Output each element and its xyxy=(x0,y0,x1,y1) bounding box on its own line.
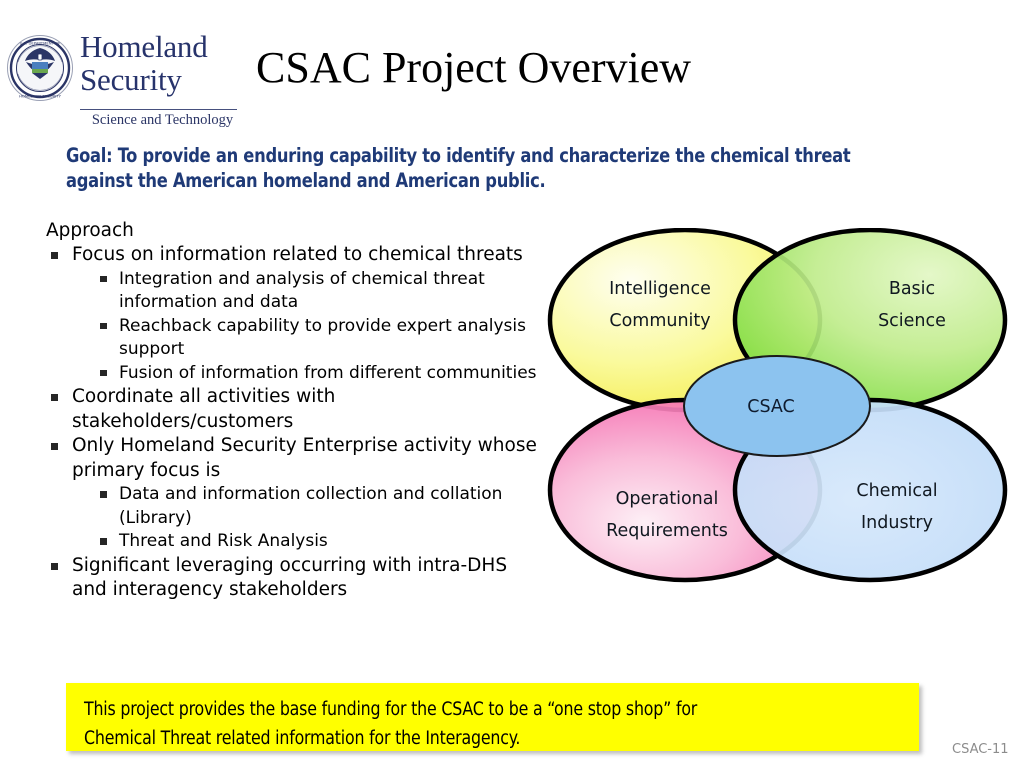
list-item-label: Integration and analysis of chemical thr… xyxy=(119,268,485,313)
list-item-label: Significant leveraging occurring with in… xyxy=(72,554,508,601)
list-item-label: Threat and Risk Analysis xyxy=(119,531,328,551)
list-item: Coordinate all activities with stakehold… xyxy=(46,385,546,434)
callout-line2: Chemical Threat related information for … xyxy=(84,728,521,749)
callout-text: This project provides the base funding f… xyxy=(84,695,862,753)
bullet-square-icon xyxy=(51,394,58,401)
dhs-wordmark: Homeland Security xyxy=(80,30,240,96)
list-item-label: Focus on information related to chemical… xyxy=(72,244,523,265)
list-item: Only Homeland Security Enterprise activi… xyxy=(46,434,546,554)
list-item-label: Reachback capability to provide expert a… xyxy=(119,315,526,360)
approach-heading: Approach xyxy=(46,220,134,241)
slide-number: CSAC-11 xyxy=(952,742,1009,757)
venn-label-basic-science-line2: Science xyxy=(878,311,946,331)
bullet-square-icon xyxy=(51,562,58,570)
callout-line1: This project provides the base funding f… xyxy=(84,699,698,720)
goal-statement: Goal: To provide an enduring capability … xyxy=(66,144,851,192)
svg-text:HOMELAND SECURITY: HOMELAND SECURITY xyxy=(19,94,62,99)
list-item-label: Data and information collection and coll… xyxy=(119,484,503,528)
list-item: Threat and Risk Analysis xyxy=(94,530,546,554)
bullet-square-icon xyxy=(100,369,107,376)
list-item: Integration and analysis of chemical thr… xyxy=(94,268,546,315)
bullet-square-icon xyxy=(51,443,58,450)
venn-label-intelligence-community-line1: Intelligence xyxy=(609,279,711,299)
list-item: Reachback capability to provide expert a… xyxy=(94,315,546,362)
bullet-square-icon xyxy=(51,252,58,259)
dhs-wordmark-line2: Security xyxy=(80,62,182,97)
list-item: Fusion of information from different com… xyxy=(94,362,546,386)
venn-label-chemical-industry-line1: Chemical xyxy=(856,481,937,501)
page-title: CSAC Project Overview xyxy=(256,43,692,92)
venn-label-basic-science-line1: Basic xyxy=(889,279,935,299)
dhs-logo: U.S. DEPARTMENT OF HOMELAND SECURITY Hom… xyxy=(6,30,241,140)
venn-label-chemical-industry-line2: Industry xyxy=(861,513,933,533)
venn-label-csac: CSAC xyxy=(747,397,795,417)
approach-section: Approach Focus on information related to… xyxy=(46,218,546,603)
list-item: Focus on information related to chemical… xyxy=(46,243,546,385)
approach-sublist: Data and information collection and coll… xyxy=(94,483,546,554)
venn-label-operational-requirements-line1: Operational xyxy=(616,489,719,509)
venn-diagram: Intelligence Community Basic Science Ope… xyxy=(540,228,1010,588)
bullet-square-icon xyxy=(100,491,107,498)
dhs-wordmark-line1: Homeland xyxy=(80,29,208,64)
venn-label-intelligence-community-line2: Community xyxy=(609,311,710,331)
approach-list: Focus on information related to chemical… xyxy=(46,243,546,603)
venn-center-csac xyxy=(683,355,871,457)
list-item-label: Fusion of information from different com… xyxy=(119,362,537,383)
dhs-tagline: Science and Technology xyxy=(91,112,234,128)
approach-sublist: Integration and analysis of chemical thr… xyxy=(94,268,546,386)
list-item-label: Only Homeland Security Enterprise activi… xyxy=(72,435,537,481)
venn-label-operational-requirements-line2: Requirements xyxy=(606,521,728,541)
list-item: Significant leveraging occurring with in… xyxy=(46,554,546,603)
bullet-square-icon xyxy=(100,275,107,282)
callout-box: This project provides the base funding f… xyxy=(66,683,919,751)
dhs-logo-divider xyxy=(80,109,237,110)
dhs-seal-icon: U.S. DEPARTMENT OF HOMELAND SECURITY xyxy=(7,35,73,101)
svg-text:U.S. DEPARTMENT OF: U.S. DEPARTMENT OF xyxy=(20,41,61,46)
list-item: Data and information collection and coll… xyxy=(94,483,546,530)
bullet-square-icon xyxy=(100,538,107,545)
bullet-square-icon xyxy=(100,322,107,329)
list-item-label: Coordinate all activities with stakehold… xyxy=(72,386,336,432)
